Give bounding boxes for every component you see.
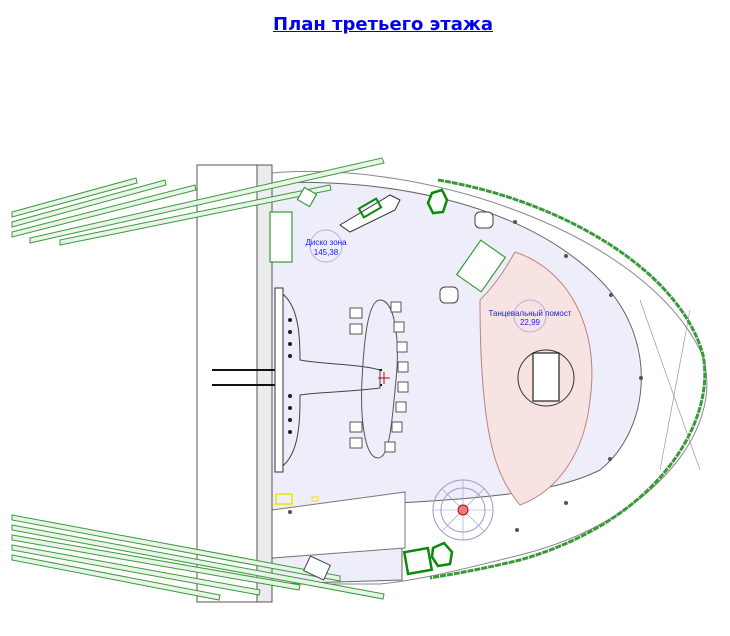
planter-top — [426, 188, 449, 215]
sofas — [269, 186, 507, 293]
planter-bottom — [430, 541, 454, 568]
round-chairs — [439, 211, 494, 304]
wall-strip-inner — [256, 164, 273, 603]
beams-top — [11, 157, 385, 246]
bow-lines — [639, 299, 701, 471]
bar-stools — [288, 318, 292, 434]
stage-table — [532, 352, 560, 402]
room-disco-zone-name: Диско зона — [305, 238, 347, 247]
lounge-chairs — [349, 301, 409, 453]
beams-bottom — [11, 514, 385, 601]
yellow-mark — [311, 496, 319, 502]
columns — [288, 220, 643, 532]
room-disco-zone-area: 145,38 — [314, 248, 339, 257]
yellow-box — [275, 493, 293, 505]
bar-back — [274, 287, 284, 473]
bar-counter — [275, 289, 381, 471]
room-dance-stage-area: 22,99 — [520, 318, 541, 327]
hull-outline — [271, 170, 708, 585]
compass-marker-icon — [378, 372, 390, 384]
page-title-link[interactable]: План третьего этажа — [273, 14, 493, 35]
stage-circle — [517, 349, 575, 407]
room-disco-zone: Диско зона 145,38 — [305, 229, 347, 263]
spiral-stair-icon — [432, 479, 494, 541]
deck-rail-outer — [429, 178, 707, 580]
bottom-chair — [302, 555, 332, 581]
room-dance-stage-name: Танцевальный помост — [488, 309, 571, 318]
room-dance-stage: Танцевальный помост 22,99 — [488, 299, 572, 333]
boat-deck — [357, 197, 383, 219]
bottom-sofa — [402, 546, 434, 576]
